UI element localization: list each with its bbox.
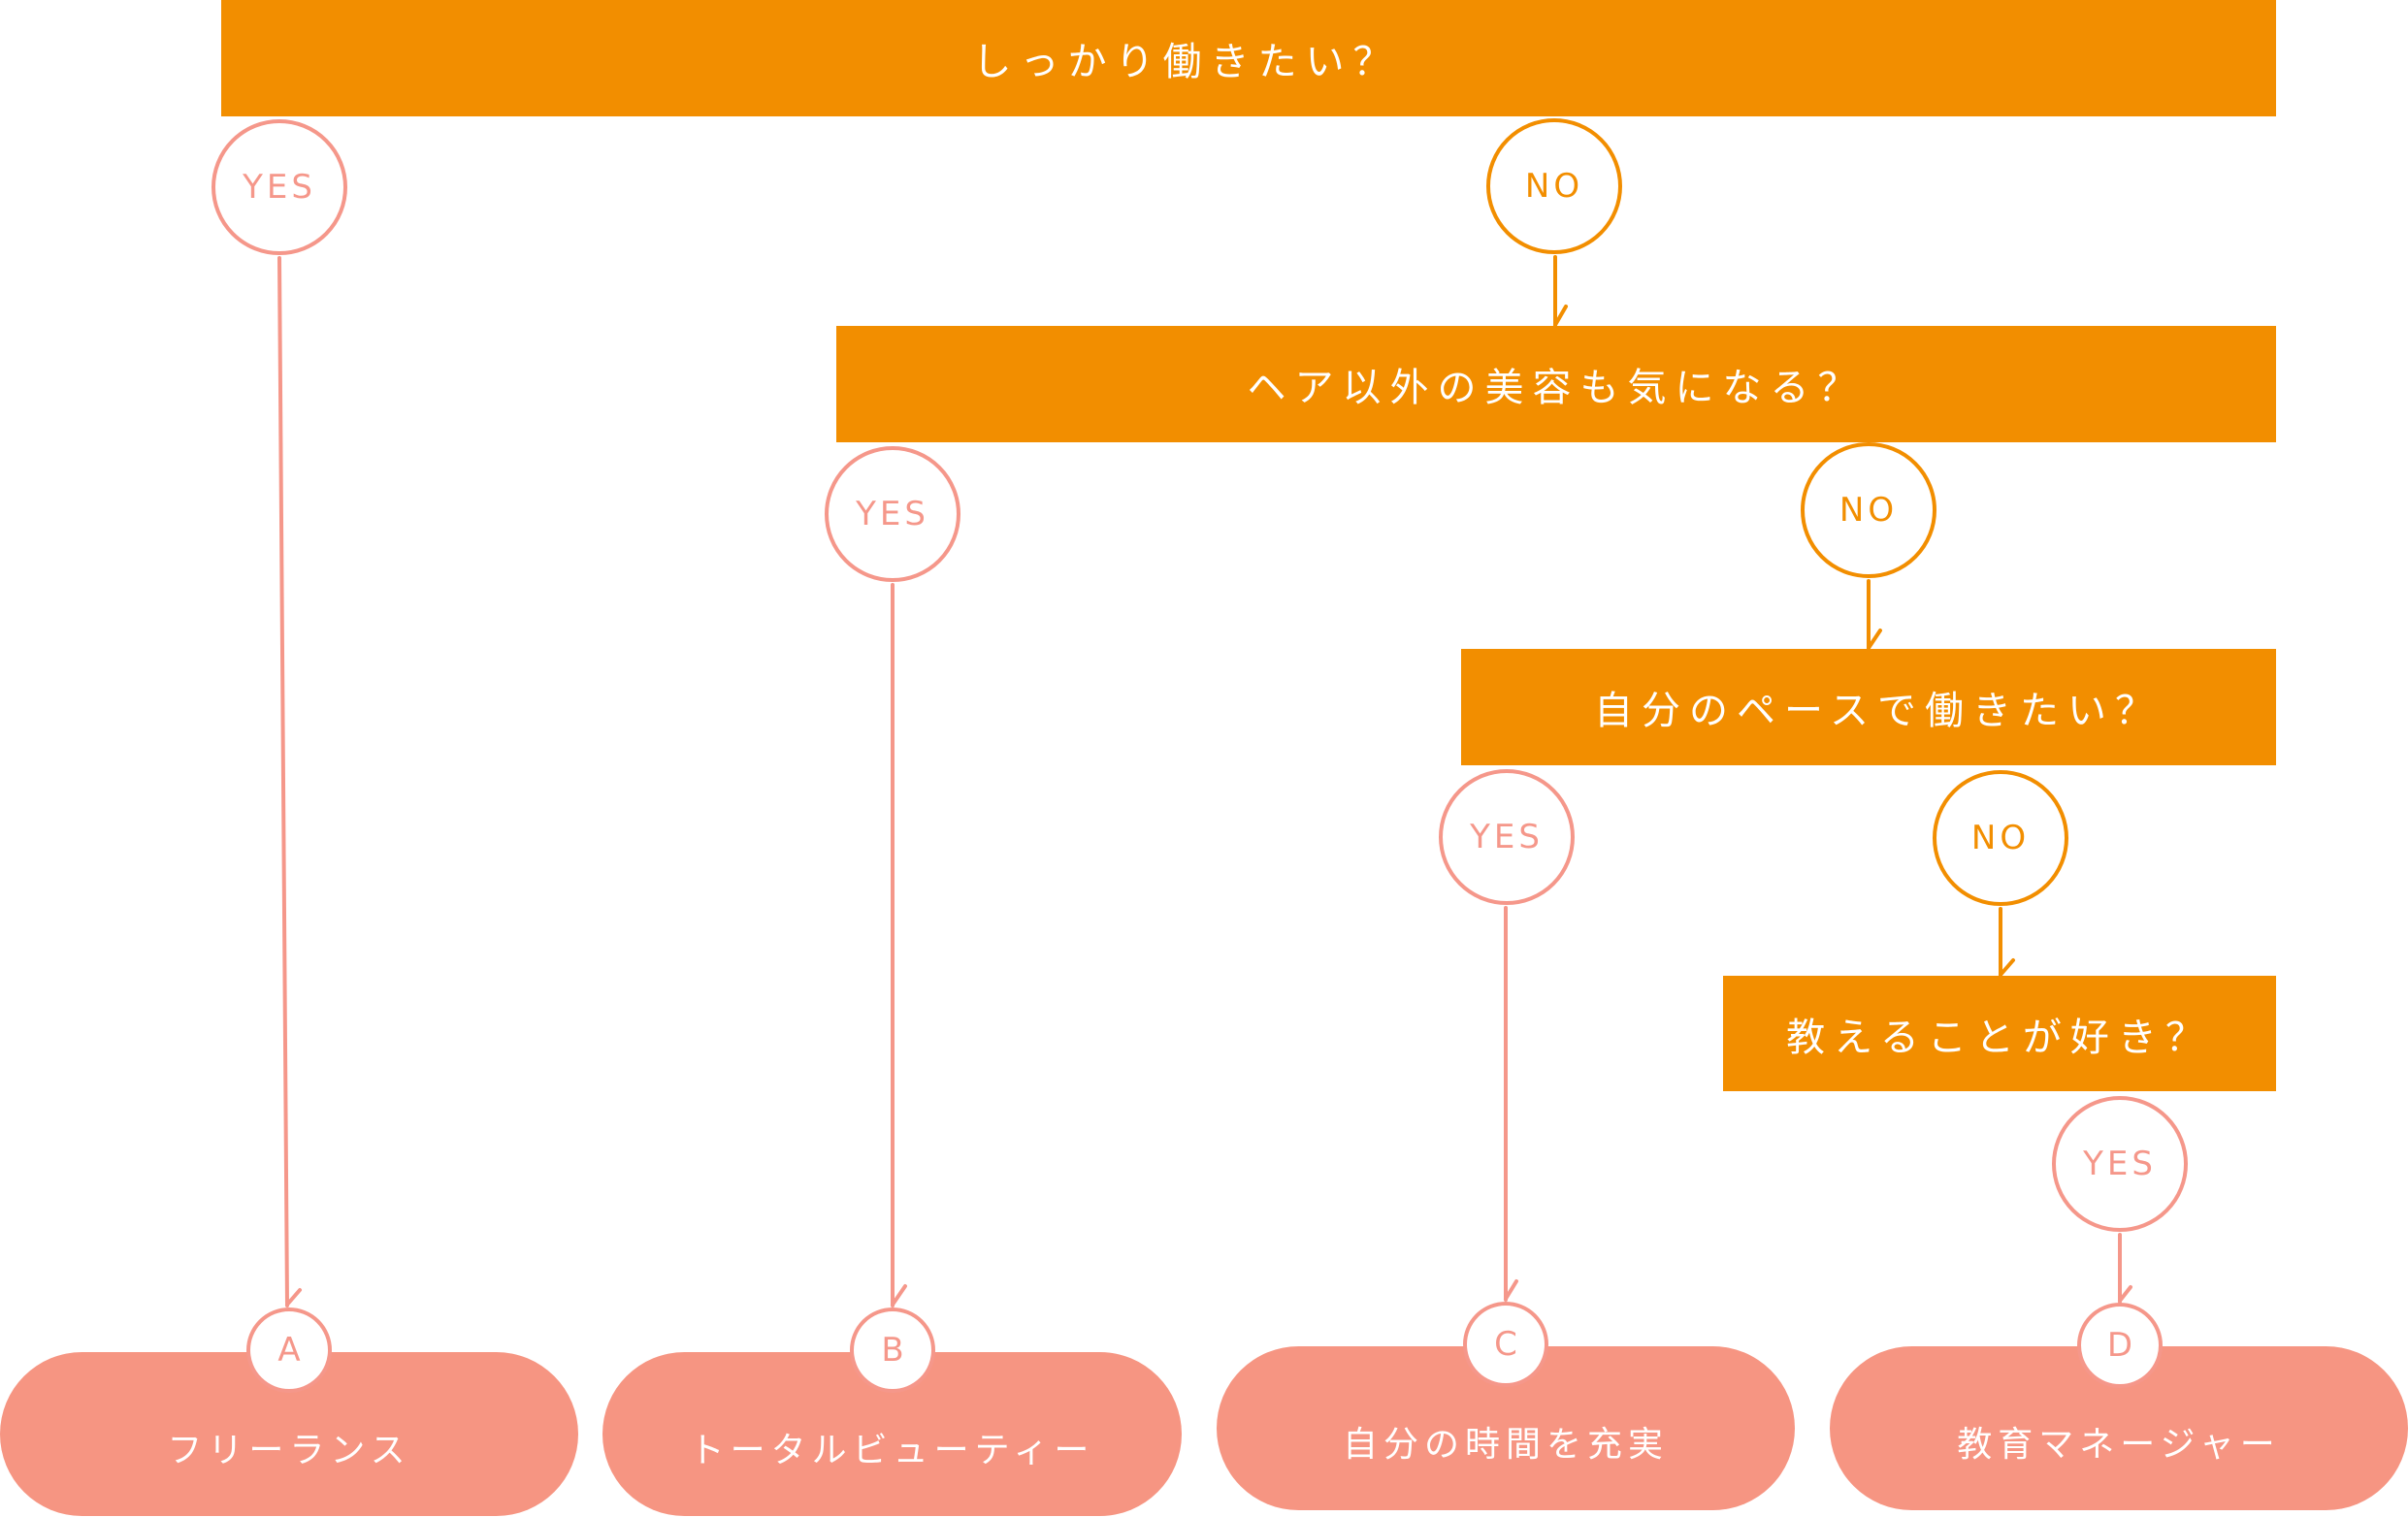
arrowhead-q1-no: [1553, 305, 1568, 327]
result-label-d: 教育マネージャー: [1957, 1425, 2281, 1465]
result-label-c: 自分の時間を充実: [1342, 1425, 1670, 1465]
result-badge-b: B: [850, 1307, 935, 1393]
yes-label: YES: [2083, 1145, 2157, 1183]
result-badge-c: C: [1463, 1302, 1548, 1387]
question-box-1: しっかり働きたい？: [221, 0, 2276, 116]
no-circle-q2: NO: [1801, 442, 1936, 578]
result-letter-b: B: [881, 1331, 904, 1370]
question-text-2: ヘア以外の美容も気になる？: [1247, 366, 1866, 410]
arrowhead-q2-yes: [891, 1284, 907, 1307]
arrowhead-q2-no: [1867, 629, 1882, 650]
yes-label: YES: [856, 495, 929, 533]
yes-circle-q3: YES: [1439, 769, 1575, 905]
question-box-3: 自分のペースで働きたい？: [1461, 649, 2276, 765]
arrowhead-q1-yes: [285, 1288, 302, 1307]
question-text-3: 自分のペースで働きたい？: [1594, 689, 2163, 733]
result-badge-d: D: [2077, 1303, 2163, 1388]
result-badge-a: A: [246, 1307, 332, 1393]
question-text-4: 教えることが好き？: [1786, 1015, 2213, 1060]
no-label: NO: [1524, 167, 1584, 206]
no-label: NO: [1839, 491, 1899, 530]
yes-circle-q2: YES: [825, 446, 960, 582]
arrowhead-q3-yes: [1504, 1279, 1518, 1301]
no-circle-q1: NO: [1486, 118, 1622, 254]
connector-q1-yes: [277, 256, 289, 1307]
yes-label: YES: [1470, 818, 1544, 856]
no-circle-q3: NO: [1933, 770, 2068, 906]
arrowhead-q3-no: [1999, 958, 2015, 977]
result-label-a: フリーランス: [167, 1431, 411, 1470]
result-label-b: トータルビューティー: [689, 1431, 1095, 1470]
result-letter-d: D: [2106, 1326, 2133, 1365]
yes-label: YES: [243, 168, 316, 207]
question-text-1: しっかり働きたい？: [972, 40, 1401, 84]
result-letter-a: A: [277, 1331, 301, 1370]
arrowhead-q4-yes: [2118, 1285, 2132, 1303]
yes-circle-q4: YES: [2052, 1096, 2188, 1232]
question-box-2: ヘア以外の美容も気になる？: [836, 326, 2276, 442]
yes-circle-q1: YES: [212, 119, 347, 255]
no-label: NO: [1970, 819, 2031, 857]
result-letter-c: C: [1494, 1325, 1517, 1364]
question-box-4: 教えることが好き？: [1723, 976, 2276, 1091]
